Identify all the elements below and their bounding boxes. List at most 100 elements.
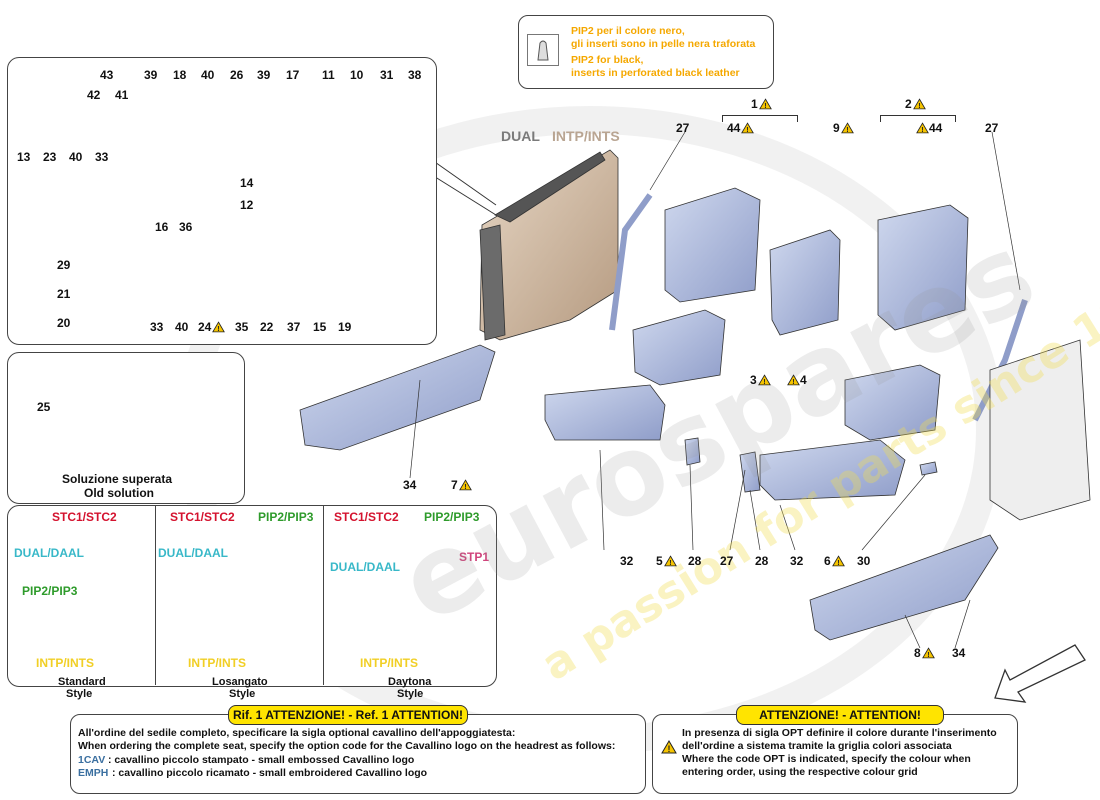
callout-29: 29 — [57, 258, 71, 272]
callout-42: 42 — [87, 88, 101, 102]
losangato-stc-label: STC1/STC2 — [170, 510, 235, 524]
daytona-stc-label: STC1/STC2 — [334, 510, 399, 524]
callout-18: 18 — [173, 68, 187, 82]
svg-text:!: ! — [669, 558, 671, 567]
rif1-line2: When ordering the complete seat, specify… — [78, 740, 616, 752]
attention-line1: In presenza di sigla OPT definire il col… — [682, 727, 997, 739]
callout-41: 41 — [115, 88, 129, 102]
callout-28: 28 — [755, 554, 769, 568]
losangato-pip-label: PIP2/PIP3 — [258, 510, 314, 524]
callout-43: 43 — [100, 68, 114, 82]
warning-triangle-icon: ! — [912, 98, 926, 110]
pip2-en-line2: inserts in perforated black leather — [571, 67, 740, 79]
warning-triangle-icon: ! — [758, 98, 772, 110]
bracket-1 — [722, 115, 798, 122]
losangato-intp-label: INTP/INTS — [188, 656, 247, 670]
callout-9-warning: 9! — [833, 121, 854, 135]
sill-trims — [299, 344, 999, 641]
daytona-style-name: Daytona — [388, 676, 432, 688]
callout-31: 31 — [380, 68, 394, 82]
svg-text:!: ! — [837, 558, 839, 567]
daytona-dual-label: DUAL/DAAL — [330, 560, 400, 574]
attention-line2: dell'ordine a sistema tramite la griglia… — [682, 740, 952, 752]
callout-14: 14 — [240, 176, 254, 190]
attention-line3: Where the code OPT is indicated, specify… — [682, 753, 971, 765]
seat-styles-panel — [7, 505, 497, 687]
inset-panel-door-trim — [7, 57, 437, 345]
callout-16: 16 — [155, 220, 169, 234]
svg-text:!: ! — [464, 482, 466, 491]
callout-27: 27 — [985, 121, 999, 135]
standard-style-name: Standard — [58, 676, 106, 688]
svg-text:!: ! — [764, 101, 766, 110]
callout-21: 21 — [57, 287, 71, 301]
old-solution-caption-en: Old solution — [84, 486, 154, 500]
callout-39: 39 — [257, 68, 271, 82]
zoom-line — [431, 159, 497, 206]
callout-44-text: 44 — [929, 121, 943, 135]
seat-icon — [527, 34, 559, 66]
callout-44-warning: 44! — [727, 121, 755, 135]
warning-triangle-icon: ! — [921, 647, 935, 659]
warning-triangle-icon: ! — [212, 321, 226, 333]
callout-27: 27 — [720, 554, 734, 568]
callout-3-text: 3 — [750, 373, 757, 387]
pip2-it-line2: gli inserti sono in pelle nera traforata — [571, 38, 756, 50]
svg-text:!: ! — [921, 125, 923, 134]
svg-text:!: ! — [927, 650, 929, 659]
callout-4-text: 4 — [800, 373, 807, 387]
rif1-header: Rif. 1 ATTENZIONE! - Ref. 1 ATTENTION! — [228, 705, 468, 725]
attention-header: ATTENZIONE! - ATTENTION! — [736, 705, 944, 725]
daytona-pip-label: PIP2/PIP3 — [424, 510, 480, 524]
old-solution-panel — [7, 352, 245, 504]
warning-triangle-icon: ! — [663, 555, 677, 567]
style-divider — [155, 505, 156, 685]
style-divider — [323, 505, 324, 685]
rear-pillar-trim — [989, 339, 1091, 521]
callout-33: 33 — [150, 320, 164, 334]
callout-13: 13 — [17, 150, 31, 164]
warning-triangle-icon: ! — [916, 122, 929, 134]
svg-text:!: ! — [763, 377, 765, 386]
callout-22: 22 — [260, 320, 274, 334]
callout-17: 17 — [286, 68, 300, 82]
callout-10: 10 — [350, 68, 364, 82]
warning-triangle-icon: ! — [661, 740, 677, 754]
callout-3-warning: 3! — [750, 373, 771, 387]
callout-34: 34 — [403, 478, 417, 492]
callout-32: 32 — [790, 554, 804, 568]
standard-style-word: Style — [66, 688, 93, 700]
svg-text:!: ! — [747, 125, 749, 134]
callout-15: 15 — [313, 320, 327, 334]
callout-9-text: 9 — [833, 121, 840, 135]
intp-label: INTP/INTS — [552, 128, 620, 144]
callout-8-text: 8 — [914, 646, 921, 660]
seat-belts — [609, 193, 1028, 422]
callout-27: 27 — [676, 121, 690, 135]
callout-6-text: 6 — [824, 554, 831, 568]
callout-1-warning: 1! — [751, 97, 772, 111]
callout-11: 11 — [322, 68, 335, 82]
pip2-note-box: PIP2 per il colore nero, gli inserti son… — [518, 15, 774, 89]
losangato-style-word: Style — [229, 688, 256, 700]
callout-1-text: 1 — [751, 97, 758, 111]
callout-40: 40 — [175, 320, 189, 334]
callout-40: 40 — [201, 68, 215, 82]
rif1-code2-text: : cavallino piccolo ricamato - small emb… — [112, 767, 428, 779]
callout-40: 40 — [69, 150, 83, 164]
rif1-code2: EMPH — [78, 767, 109, 779]
callout-2-text: 2 — [905, 97, 912, 111]
svg-text:!: ! — [668, 744, 671, 754]
callout-44-warning: ! 44 — [915, 121, 942, 135]
rif1-code1-text: : cavallino piccolo stampato - small emb… — [108, 754, 415, 766]
callout-5-warning: 5! — [656, 554, 677, 568]
daytona-stp-label: STP1 — [459, 550, 490, 564]
old-solution-caption-it: Soluzione superata — [62, 472, 173, 486]
standard-pip-label: PIP2/PIP3 — [22, 584, 78, 598]
rif1-line1: All'ordine del sedile completo, specific… — [78, 727, 516, 739]
callout-7-warning: 7! — [451, 478, 472, 492]
callout-25: 25 — [37, 400, 51, 414]
warning-triangle-icon: ! — [831, 555, 845, 567]
warning-triangle-icon: ! — [458, 479, 472, 491]
standard-intp-label: INTP/INTS — [36, 656, 95, 670]
